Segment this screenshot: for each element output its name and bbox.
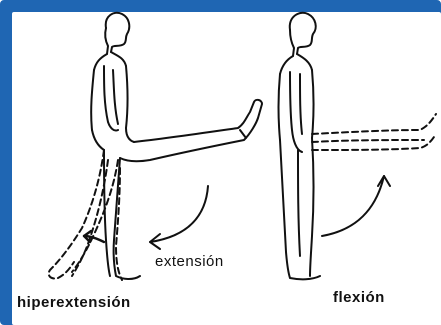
left-figure-hyperextended-leg (49, 150, 122, 280)
flexion-label: flexión (333, 289, 385, 306)
left-figure (49, 13, 262, 280)
right-figure-flexed-leg (312, 114, 436, 150)
extension-arrow (150, 186, 208, 242)
flexion-arrow (322, 176, 384, 236)
left-figure-head (106, 13, 130, 52)
extension-label: extensión (155, 253, 224, 270)
hyperextension-label: hiperextensión (17, 294, 131, 311)
right-figure (279, 13, 437, 280)
left-figure-arm (104, 66, 118, 131)
